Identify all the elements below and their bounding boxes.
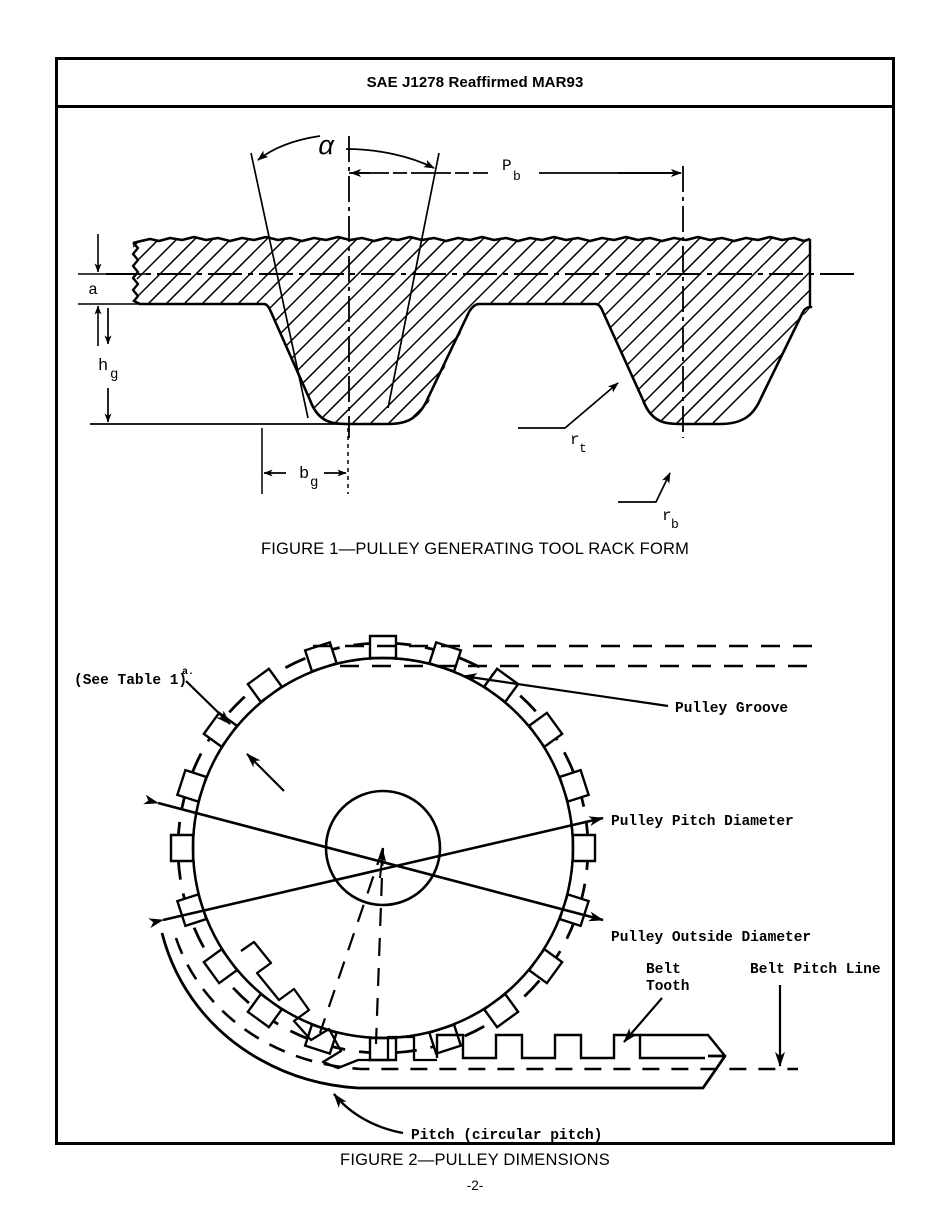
belt-pitch-line-label: Belt Pitch Line: [750, 962, 881, 978]
pulley-groove-leader: [462, 673, 669, 708]
flank-extension-left: [250, 152, 309, 419]
belt-tooth-leader: [623, 997, 663, 1043]
see-table-label: (See Table 1): [74, 673, 187, 689]
angle-arc-right: [345, 148, 435, 169]
figure1-rb-label: r: [662, 507, 672, 525]
see-table-leader-outer: [185, 680, 231, 725]
pitch-circular-label: Pitch (circular pitch): [411, 1128, 602, 1144]
belt-tooth-profile-right: [435, 1033, 705, 1060]
figure1-addendum-label: a: [88, 281, 98, 299]
belt-pitch-dashed-line: [174, 937, 798, 1071]
pulley-pitch-diameter-label: Pulley Pitch Diameter: [611, 814, 794, 830]
see-table-footnote-marker: a.: [182, 667, 194, 678]
rack-profile-outline: [132, 235, 811, 245]
angle-arc-left: [257, 135, 321, 161]
header-band: SAE J1278 Reaffirmed MAR93: [58, 60, 892, 108]
rack-tooth-profile: [138, 302, 813, 426]
figure-2-drawing: Pulley Groove Pulley Pitch Diameter Pull…: [58, 548, 892, 1148]
rt-leader: [518, 382, 619, 429]
pitch-circular-leader: [333, 1093, 404, 1135]
document-header-title: SAE J1278 Reaffirmed MAR93: [366, 74, 584, 91]
figure1-groove-width-sub: g: [310, 475, 318, 491]
page-number: -2-: [466, 1178, 484, 1193]
figure1-rt-label: r: [570, 431, 580, 449]
rack-section-hatching: [132, 237, 810, 423]
figure1-angle-label: α: [318, 133, 335, 163]
belt-tooth-profile-wrap: [240, 940, 437, 1070]
page-frame: SAE J1278 Reaffirmed MAR93: [55, 57, 895, 1169]
page-content: α P b a h g: [58, 108, 892, 1169]
figure1-belt-pitch-label: P: [502, 157, 512, 175]
figure1-rb-sub: b: [671, 517, 679, 532]
figure-1-drawing: α P b a h g: [58, 108, 892, 538]
figure1-belt-pitch-sub: b: [513, 169, 521, 184]
belt-tooth-label-line1: Belt: [646, 962, 681, 978]
see-table-leader-inner: [246, 753, 285, 792]
belt-tooth-label-line2: Tooth: [646, 979, 690, 995]
figure1-groove-width-label: b: [299, 465, 309, 484]
belt-outer-back: [160, 932, 727, 1090]
pulley-outside-diameter-label: Pulley Outside Diameter: [611, 930, 811, 946]
figure-2-svg: Pulley Groove Pulley Pitch Diameter Pull…: [74, 634, 881, 1144]
pulley-outside-diameter-arrow: [143, 794, 604, 922]
pulley-groove-label: Pulley Groove: [675, 701, 788, 717]
figure-2-caption: FIGURE 2—PULLEY DIMENSIONS: [340, 1151, 610, 1169]
figure-1-caption: FIGURE 1—PULLEY GENERATING TOOL RACK FOR…: [260, 540, 690, 558]
rb-leader: [618, 472, 671, 503]
figure1-groove-depth-label: h: [98, 357, 108, 376]
flank-extension-right: [387, 152, 440, 409]
figure1-groove-depth-sub: g: [110, 367, 118, 383]
belt-body-top-right: [640, 1033, 726, 1057]
figure1-rt-sub: t: [579, 441, 587, 456]
figure-1-svg: α P b a h g: [78, 133, 858, 532]
